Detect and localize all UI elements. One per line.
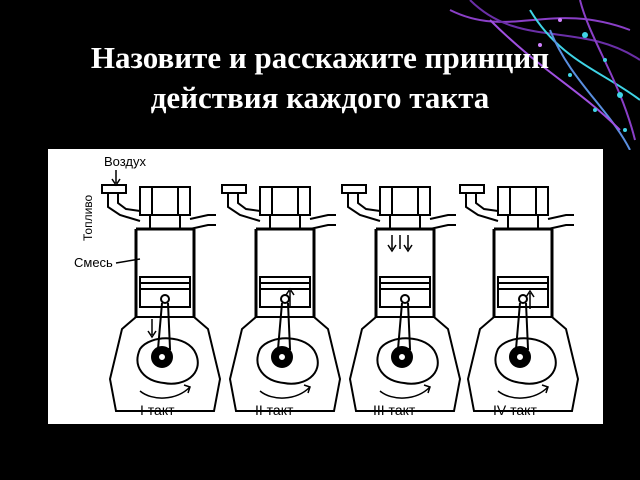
- air-label: Воздух: [104, 154, 147, 169]
- engine-stroke-1: [100, 183, 222, 413]
- engine-stroke-3: [340, 183, 462, 413]
- slide-title: Назовите и расскажите принцип действия к…: [0, 38, 640, 118]
- stroke-4-label: IV такт: [493, 402, 537, 418]
- fuel-label: Топливо: [81, 194, 95, 241]
- engine-diagram-panel: Воздух Топливо Смесь I такт II такт III …: [48, 149, 603, 424]
- slide-title-line-1: Назовите и расскажите принцип: [90, 40, 550, 75]
- mixture-label: Смесь: [74, 255, 113, 270]
- engine-strokes-diagram: Воздух Топливо Смесь I такт II такт III …: [74, 154, 580, 418]
- engine-stroke-4: [458, 183, 580, 413]
- decorative-swirl: [449, 0, 640, 150]
- slide-title-line-2: действия каждого такта: [150, 80, 490, 115]
- engine-stroke-2: [220, 183, 342, 413]
- stroke-1-label: I такт: [140, 402, 175, 418]
- stroke-3-label: III такт: [373, 402, 416, 418]
- stroke-2-label: II такт: [255, 402, 294, 418]
